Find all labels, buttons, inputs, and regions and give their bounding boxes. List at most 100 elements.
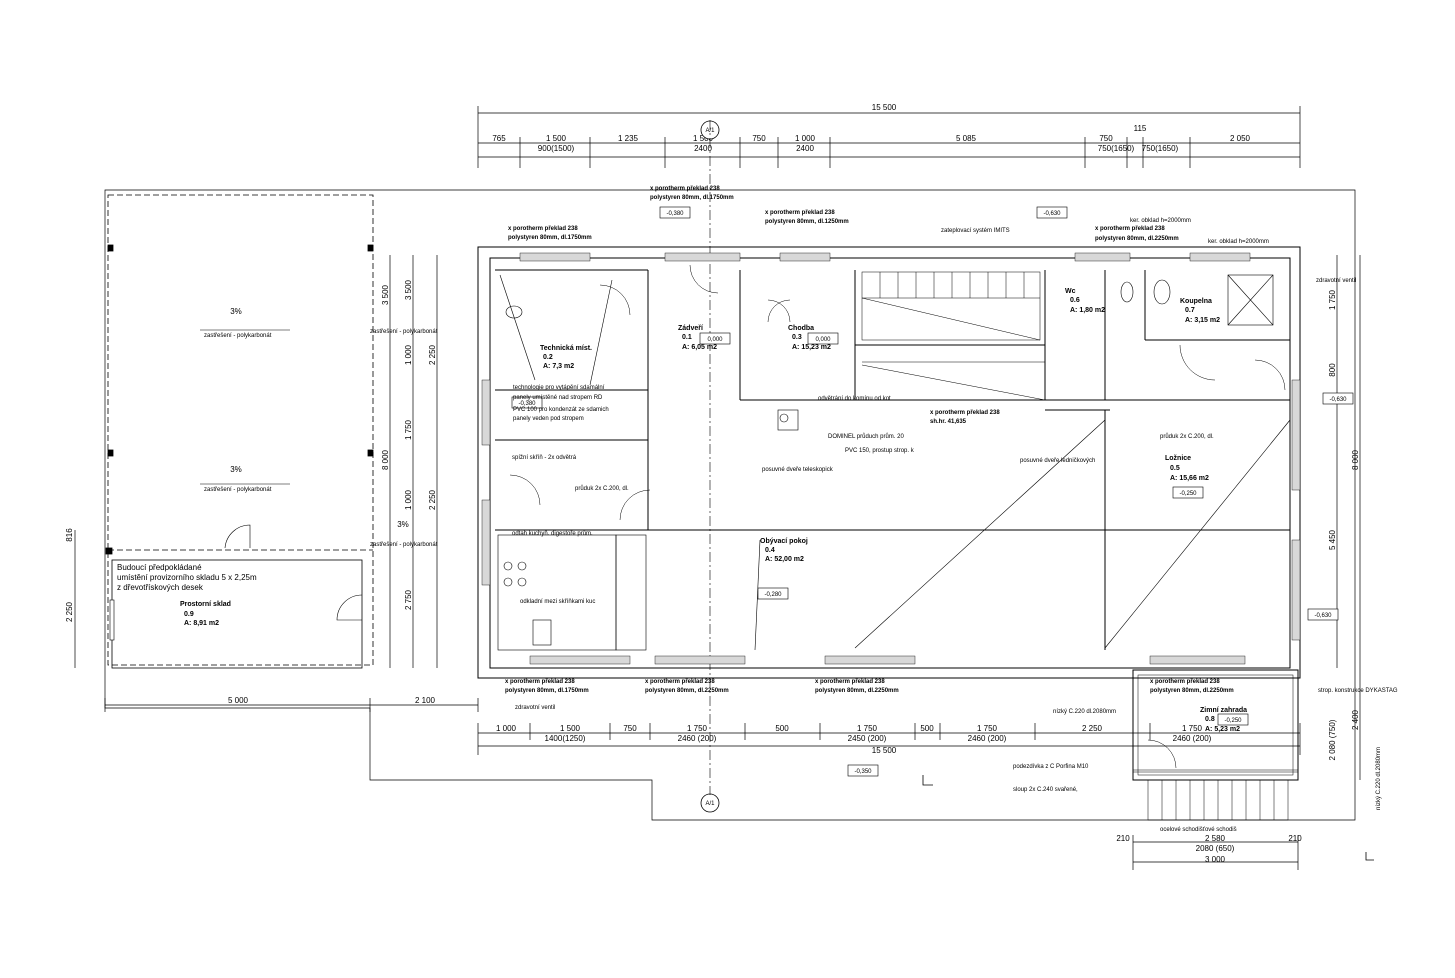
garden-dim-210a: 210 <box>1116 834 1130 843</box>
top-dim-3: 1 235 <box>618 134 639 143</box>
level-9: -0,630 <box>1314 613 1332 619</box>
level-markers <box>511 206 1354 777</box>
room-hall-name: Chodba <box>788 325 814 332</box>
lintel-3-line2: polystyren 80mm, dl.1250mm <box>765 219 849 225</box>
svg-text:zastřešení - polykarbonát: zastřešení - polykarbonát <box>370 542 438 548</box>
room-storage-area: A: 8,91 m2 <box>184 620 219 627</box>
room-living-area: A: 52,00 m2 <box>765 556 804 563</box>
lintel-1-line2: polystyren 80mm, dl.1750mm <box>650 195 734 201</box>
top-dim-8: 750 <box>1099 134 1113 143</box>
note-sliding: posuvné dveře teleskopick <box>762 467 834 473</box>
level-10: -0,250 <box>1224 718 1242 724</box>
lintel-3-line1: x porotherm překlad 238 <box>765 210 835 216</box>
note-garden-structure: strop. konstrukce DYKASTAG <box>1318 688 1398 694</box>
room-wc-num: 0.6 <box>1070 297 1080 304</box>
room-garden-num: 0.8 <box>1205 716 1215 723</box>
room-bath-name: Koupelna <box>1180 298 1212 305</box>
bottom-dim-9: 2 250 <box>1082 724 1103 733</box>
winter-garden <box>1132 669 1299 781</box>
room-wc-area: A: 1,80 m2 <box>1070 307 1105 314</box>
room-hall-area: A: 15,23 m2 <box>792 344 831 351</box>
svg-text:3%: 3% <box>230 307 242 316</box>
top-dim-4: 1 500 <box>693 134 714 143</box>
level-2: -0,630 <box>1043 211 1061 217</box>
garden-dimension-chain <box>1132 835 1299 870</box>
lintel-1-line1: x porotherm překlad 238 <box>650 186 720 192</box>
storage-note-3: z dřevotřískových desek <box>117 583 204 592</box>
garden-dim-210b: 210 <box>1288 834 1302 843</box>
right-dim-8000: 8 000 <box>1351 449 1360 470</box>
top-opening-4: 750(1650) <box>1098 144 1135 153</box>
wall-hatch <box>481 252 1301 665</box>
lintel-7-line1: x porotherm překlad 238 <box>815 679 885 685</box>
lintel-2-line1: x porotherm překlad 238 <box>508 226 578 232</box>
note-ker-1: ker. obklad h=2000mm <box>1130 218 1191 224</box>
bottom-dim-3: 750 <box>623 724 637 733</box>
room-storage-name: Prostorní sklad <box>180 601 231 608</box>
top-dimension-chain <box>477 106 1301 168</box>
lintel-4-line2: polystyren 80mm, dl.2250mm <box>1095 236 1179 242</box>
room-vestibule-num: 0.1 <box>682 334 692 341</box>
carport-slope-3: 3% zastřešení - polykarbonát zastřešení … <box>370 329 438 548</box>
svg-text:A/1: A/1 <box>705 801 715 807</box>
lintel-9-line1: x porotherm překlad 238 <box>930 410 1000 416</box>
svg-text:A/1: A/1 <box>705 128 715 134</box>
top-dim-5: 750 <box>752 134 766 143</box>
top-dim-10: 2 050 <box>1230 134 1251 143</box>
level-4: 0,000 <box>707 337 723 343</box>
level-1: -0,380 <box>666 211 684 217</box>
bottom-dim-6: 1 750 <box>857 724 878 733</box>
note-vent: odvětrání do komínu od kot <box>818 396 891 402</box>
garden-dim-2580: 2 580 <box>1205 834 1226 843</box>
lintel-4-line1: x porotherm překlad 238 <box>1095 226 1165 232</box>
note-pass-1: průduk 2x C.200, dl. <box>575 485 629 492</box>
bottom-dimension-chain <box>477 723 1301 755</box>
lintel-2-line2: polystyren 80mm, dl.1750mm <box>508 235 592 241</box>
left-dim-816: 816 <box>65 528 74 542</box>
bottom-opening-5: 2460 (200) <box>1173 734 1212 743</box>
note-pass-2: průduk 2x C.200, dl. <box>1160 433 1214 440</box>
svg-text:3%: 3% <box>397 520 409 529</box>
top-dim-1: 765 <box>492 134 506 143</box>
garden-dim-3000: 3 000 <box>1205 855 1226 864</box>
carport-width-dim: 5 000 <box>228 696 249 705</box>
bottom-overall-dim: 15 500 <box>872 746 897 755</box>
room-bedroom-num: 0.5 <box>1170 465 1180 472</box>
lintel-6-line2: polystyren 80mm, dl.2250mm <box>645 688 729 694</box>
room-hall-num: 0.3 <box>792 334 802 341</box>
note-stairs: ocelové schodišťové schodiš <box>1160 827 1237 833</box>
corner-marks <box>922 775 1374 861</box>
room-wc-name: Wc <box>1065 288 1076 295</box>
lintel-7-line2: polystyren 80mm, dl.2250mm <box>815 688 899 694</box>
top-dim-2: 1 500 <box>546 134 567 143</box>
note-heat: nízký C.220 dl.2080mm <box>1376 747 1382 810</box>
left-dim-1750: 1 750 <box>404 419 413 440</box>
note-vent-2: zdravotní ventil <box>1316 278 1356 284</box>
left-dim-8000: 8 000 <box>381 449 390 470</box>
level-6: -0,630 <box>1329 397 1347 403</box>
left-dim-2750: 2 750 <box>404 589 413 610</box>
top-dim-6: 1 000 <box>795 134 816 143</box>
bottom-opening-1: 1400(1250) <box>545 734 586 743</box>
room-tech-area: A: 7,3 m2 <box>543 363 574 370</box>
right-dim-2400: 2 400 <box>1351 709 1360 730</box>
note-kitchen: odkladní mezi skříňkami kuc <box>520 599 595 605</box>
room-bath-area: A: 3,15 m2 <box>1185 317 1220 324</box>
lintel-8-line1: x porotherm překlad 238 <box>1150 679 1220 685</box>
note-tech-4: panely veden pod stropem <box>513 416 584 422</box>
diagonal-lines <box>499 274 1291 651</box>
bathroom-fixtures <box>505 274 1274 431</box>
carport-slope-1: 3% zastřešení - polykarbonát <box>200 307 290 339</box>
note-vent-3: zdravotní ventil <box>515 705 555 711</box>
note-tech-2: panely umístěné nad stropem RD <box>513 395 603 401</box>
carport-slope-2: 3% zastřešení - polykarbonát <box>200 465 290 493</box>
right-dimension-chain <box>1336 255 1361 780</box>
bottom-dim-8: 1 750 <box>977 724 998 733</box>
bottom-dim-2: 1 500 <box>560 724 581 733</box>
level-7: -0,250 <box>1179 491 1197 497</box>
left-dim-1500: 3 500 <box>404 279 413 300</box>
bottom-opening-4: 2460 (200) <box>968 734 1007 743</box>
storage-shed <box>109 524 363 669</box>
note-window: nízký C.220 dl.2080mm <box>1053 709 1116 715</box>
left-dim-2250b: 2 250 <box>428 489 437 510</box>
